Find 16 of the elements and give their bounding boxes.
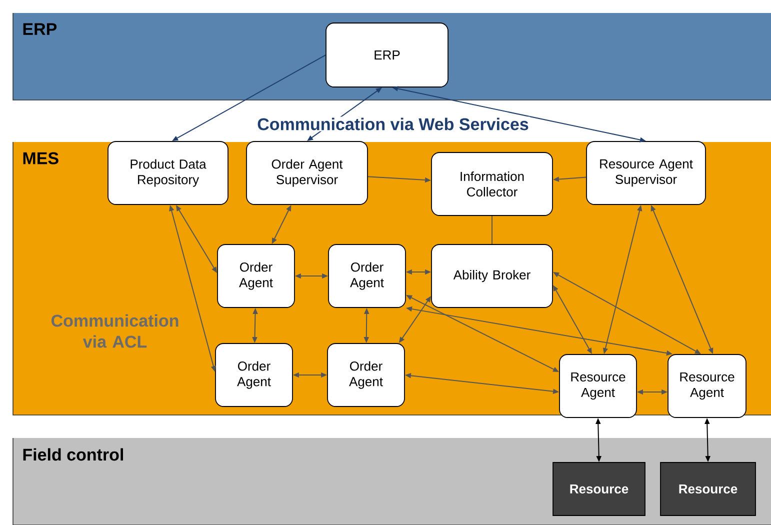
agent-box: Order Agent Supervisor xyxy=(246,141,368,205)
resource-box: Resource xyxy=(660,462,756,516)
agent-box: Order Agent xyxy=(217,244,295,308)
agent-box: Resource Agent xyxy=(668,354,746,418)
heading: Communication via Web Services xyxy=(256,116,530,132)
agent-box: Order Agent xyxy=(327,343,405,407)
agent-box: Information Collector xyxy=(431,152,553,216)
heading: Communication via ACL xyxy=(51,314,178,348)
resource-box: Resource xyxy=(552,462,646,516)
agent-box: Product Data Repository xyxy=(108,141,228,205)
agent-box: Order Agent xyxy=(215,343,293,407)
agent-box: Ability Broker xyxy=(431,244,553,308)
agent-box: ERP xyxy=(326,22,448,88)
agent-box: Resource Agent xyxy=(559,354,637,418)
agent-box: Order Agent xyxy=(328,244,406,308)
agent-box: Resource Agent Supervisor xyxy=(586,141,706,205)
